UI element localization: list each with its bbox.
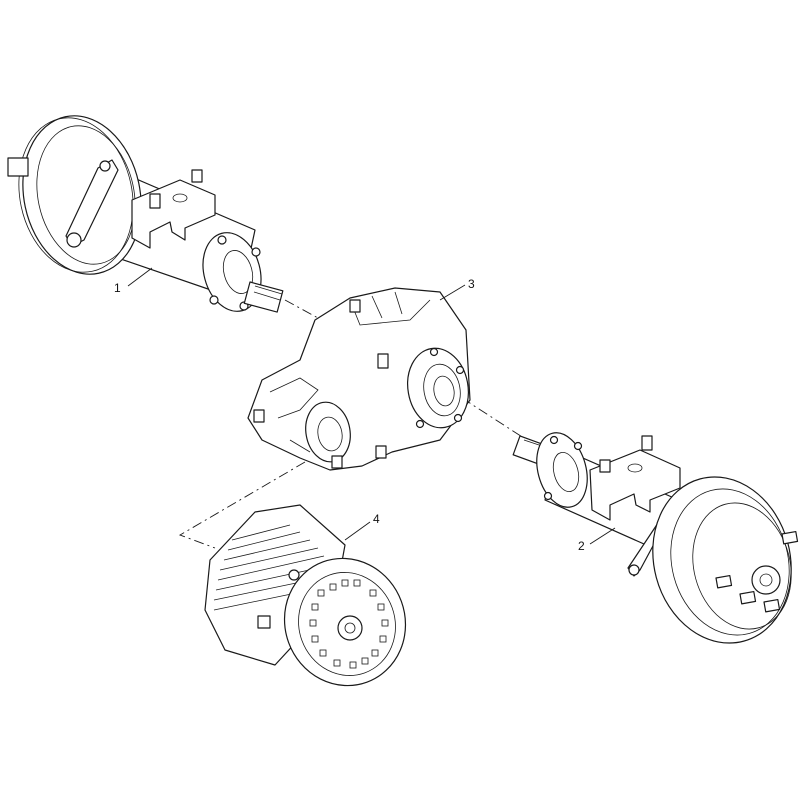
right-axle-flange <box>536 432 588 508</box>
right-output-bearing <box>407 347 469 429</box>
wheel-stud <box>715 574 733 589</box>
right-mount-bracket <box>589 449 681 521</box>
motor-terminal-side <box>257 615 271 629</box>
housing-top-bolt <box>349 299 361 313</box>
motor-terminal-top <box>288 569 300 581</box>
left-splined-shaft <box>243 281 284 313</box>
leader-1 <box>127 267 153 287</box>
motor-vent-grid <box>309 579 389 669</box>
left-brake-lever <box>65 159 119 247</box>
centerline-right-axle <box>461 397 531 443</box>
callout-leaders <box>127 267 616 545</box>
wheel-stud <box>763 598 781 613</box>
transaxle-housing <box>247 287 471 471</box>
callout-1: 1 <box>114 281 121 295</box>
leader-3 <box>439 284 466 301</box>
wheel-stud <box>781 530 799 545</box>
right-wheel-hub <box>751 565 781 595</box>
leader-4 <box>344 521 371 541</box>
right-bracket-bolt <box>641 435 653 451</box>
wheel-stud <box>739 590 757 605</box>
centerline-left-axle <box>284 299 319 319</box>
electric-motor-assembly <box>204 504 407 687</box>
left-axle-assembly <box>7 115 284 313</box>
callout-3: 3 <box>468 277 475 291</box>
left-bracket-bolt <box>191 169 203 183</box>
leader-2 <box>589 527 616 545</box>
left-hub-stub <box>7 157 29 177</box>
left-brake-drum <box>22 115 142 275</box>
callout-2: 2 <box>578 539 585 553</box>
callout-4: 4 <box>373 512 380 526</box>
right-axle-assembly <box>512 432 799 644</box>
centerline-motor <box>178 461 306 549</box>
assembly-centerlines <box>178 299 531 549</box>
transaxle-housing-assembly <box>247 287 471 471</box>
motor-shaft-center <box>337 615 363 641</box>
